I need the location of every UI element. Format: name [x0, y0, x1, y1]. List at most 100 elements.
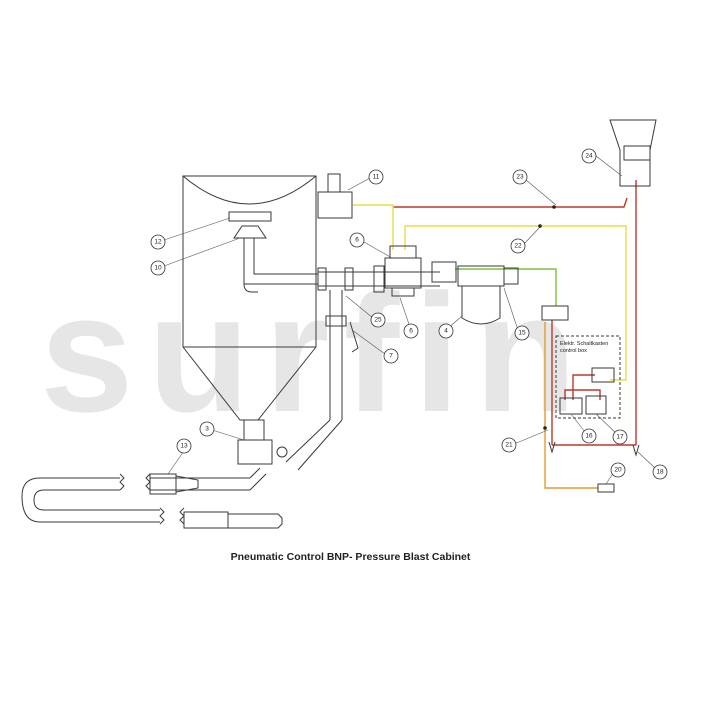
callout-17: 17	[616, 434, 624, 441]
remote-valve-11	[317, 191, 353, 219]
callout-10: 10	[154, 265, 162, 272]
callout-circle-12	[150, 234, 166, 250]
control-box	[555, 335, 621, 419]
callout-circle-6a	[349, 232, 365, 248]
hopper-body	[182, 175, 317, 421]
valve-6-top	[389, 245, 417, 259]
clamp-25	[325, 315, 347, 327]
remote-valve-11-top	[327, 173, 341, 193]
callout-22: 22	[514, 243, 522, 250]
callout-circle-6b	[403, 323, 419, 339]
mixing-valve-3	[237, 439, 273, 465]
nozzle	[228, 513, 283, 529]
control-box-label-2: control box	[560, 348, 587, 354]
yellow-signal-line-2	[404, 225, 627, 381]
callout-6b: 6	[409, 328, 413, 335]
hose-break-left	[119, 473, 151, 491]
callout-18: 18	[656, 469, 664, 476]
sensor-20	[597, 483, 615, 493]
end-21	[548, 441, 556, 454]
callout-4: 4	[444, 328, 448, 335]
mixing-valve-3-knob	[276, 446, 288, 458]
callout-circle-7	[383, 348, 399, 364]
callout-circle-10	[150, 260, 166, 276]
leader-12	[163, 217, 231, 241]
callout-25: 25	[374, 317, 382, 324]
hose-break-right	[159, 507, 185, 525]
coupling-13	[149, 473, 177, 495]
sieve-12	[228, 211, 272, 222]
callout-13: 13	[180, 443, 188, 450]
diagram-caption: Pneumatic Control BNP- Pressure Blast Ca…	[230, 551, 471, 563]
callout-6a: 6	[355, 237, 359, 244]
handle-7	[349, 321, 359, 353]
red-control-line-2	[564, 389, 601, 400]
coupling-a	[317, 267, 327, 291]
fitting-15	[431, 261, 457, 283]
leader-22	[523, 226, 541, 245]
leader-16	[570, 413, 586, 433]
end-18	[632, 444, 640, 457]
outlet-pipe	[150, 477, 250, 491]
yellow-signal-line-1	[353, 204, 394, 250]
leader-21	[513, 429, 549, 445]
filter-4-bowl	[461, 286, 501, 325]
callout-7: 7	[389, 353, 393, 360]
diagonal-pipe	[285, 419, 343, 471]
pipe-elbow	[243, 283, 258, 293]
callout-circle-23	[512, 169, 528, 185]
orange-hose-line	[544, 322, 598, 489]
red-air-line-top	[393, 197, 628, 208]
solenoid	[591, 367, 615, 383]
valve-17	[585, 395, 607, 415]
coupling-b	[344, 267, 354, 291]
return-pipe	[329, 290, 343, 420]
nozzle-holder	[183, 511, 229, 529]
blast-hose	[21, 477, 160, 523]
leader-17	[595, 413, 618, 435]
callout-21: 21	[505, 442, 513, 449]
callout-15: 15	[518, 330, 526, 337]
dot-23	[552, 205, 556, 209]
callout-circle-16	[581, 428, 597, 444]
control-box-label-1: Elektr. Schaltkasten	[560, 341, 608, 347]
valve-6-body	[384, 257, 422, 289]
main-air-pipe	[318, 271, 440, 287]
callout-12: 12	[154, 239, 162, 246]
outlet-elbow	[249, 467, 267, 491]
red-control-line	[572, 374, 595, 400]
callout-20: 20	[614, 467, 622, 474]
filter-outlet	[503, 267, 519, 285]
control-block-16	[559, 397, 583, 415]
callout-23: 23	[516, 174, 524, 181]
callout-circle-20	[610, 462, 626, 478]
callout-circle-4	[438, 323, 454, 339]
callout-circle-13	[176, 438, 192, 454]
manifold	[541, 305, 569, 321]
leader-24	[595, 155, 623, 177]
callout-circle-21	[501, 437, 517, 453]
dot-22	[538, 224, 542, 228]
deadman-lever	[623, 145, 651, 161]
callout-11: 11	[373, 174, 380, 181]
callout-circle-3	[199, 421, 215, 437]
callout-circle-25	[370, 312, 386, 328]
leader-11	[347, 177, 371, 191]
green-supply-line	[455, 268, 557, 306]
leader-25	[345, 295, 374, 319]
leader-23	[525, 179, 557, 206]
hopper-top-curve	[182, 175, 317, 205]
callout-circle-22	[510, 238, 526, 254]
callout-circle-11	[368, 169, 384, 185]
callout-circle-17	[612, 429, 628, 445]
callout-circle-18	[652, 464, 668, 480]
dot-21	[543, 426, 547, 430]
leader-7	[351, 329, 386, 355]
leader-3	[211, 429, 245, 441]
callout-3: 3	[205, 426, 209, 433]
callout-circle-24	[581, 148, 597, 164]
mixing-valve-3-top	[243, 419, 265, 441]
internal-pipe	[243, 238, 318, 285]
